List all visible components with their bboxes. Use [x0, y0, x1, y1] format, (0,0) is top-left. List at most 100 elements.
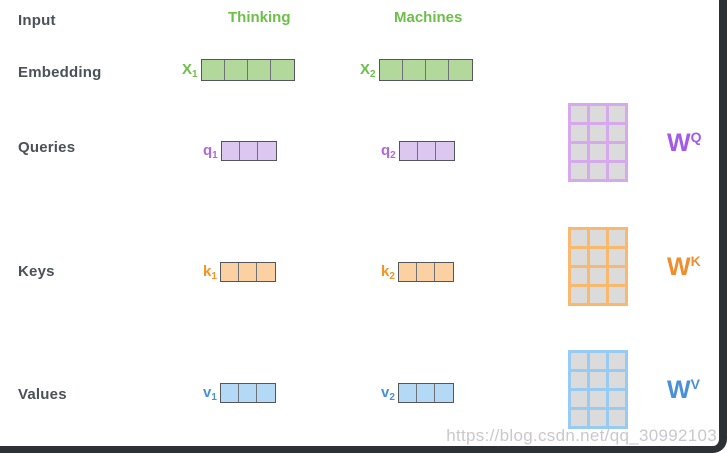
vector-cell [220, 384, 239, 402]
matrix-cell [571, 249, 587, 265]
row-label-embedding: Embedding [18, 64, 102, 81]
column-header-machines: Machines [394, 9, 463, 26]
matrix-cell [571, 125, 587, 141]
vector-cell [257, 142, 276, 160]
csdn-watermark: https://blog.csdn.net/qq_30992103 [446, 426, 717, 445]
vector-cell [201, 60, 225, 80]
vector-cell [238, 263, 257, 281]
matrix-cell [609, 144, 625, 160]
matrix-cell [609, 391, 625, 407]
matrix-cell [609, 353, 625, 369]
vector-cells-v1 [219, 383, 276, 403]
query-vector-q2: q2 [381, 141, 455, 161]
vector-cell [256, 263, 275, 281]
matrix-cell [609, 372, 625, 388]
row-label-queries: Queries [18, 139, 76, 156]
matrix-cell [609, 249, 625, 265]
weight-label-wk: WK [667, 253, 701, 281]
row-label-keys: Keys [18, 263, 55, 280]
matrix-cell [590, 249, 606, 265]
vector-cells-v2 [397, 383, 454, 403]
weight-matrix-wq [568, 103, 628, 182]
matrix-cell [590, 144, 606, 160]
vector-cell [239, 142, 258, 160]
vector-label-x1: X1 [182, 60, 198, 80]
matrix-cell [590, 106, 606, 122]
vector-label-v2: v2 [381, 383, 395, 403]
matrix-cell [590, 230, 606, 246]
matrix-cell [609, 125, 625, 141]
matrix-cell [590, 410, 606, 426]
matrix-cell [609, 268, 625, 284]
vector-cell [256, 384, 275, 402]
matrix-cell [590, 372, 606, 388]
vector-cell [434, 263, 453, 281]
value-vector-v2: v2 [381, 383, 454, 403]
matrix-cell [590, 268, 606, 284]
vector-cell [398, 263, 417, 281]
matrix-cell [571, 410, 587, 426]
row-label-input: Input [18, 12, 56, 29]
weight-label-wq: WQ [667, 129, 702, 157]
vector-cell [220, 263, 239, 281]
vector-label-q1: q1 [203, 141, 218, 161]
vector-label-k1: k1 [203, 262, 217, 282]
vector-cell [416, 384, 435, 402]
vector-cell [224, 60, 248, 80]
weight-label-wv: WV [667, 376, 700, 404]
matrix-cell [609, 287, 625, 303]
vector-cell [434, 384, 453, 402]
vector-cell [435, 142, 454, 160]
matrix-cell [609, 410, 625, 426]
matrix-cell [590, 391, 606, 407]
vector-label-v1: v1 [203, 383, 217, 403]
matrix-cell [571, 268, 587, 284]
matrix-cell [609, 163, 625, 179]
weight-matrix-wv [568, 350, 628, 429]
key-vector-k2: k2 [381, 262, 454, 282]
vector-cells-k2 [397, 262, 454, 282]
matrix-cell [609, 106, 625, 122]
vector-cell [448, 60, 472, 80]
matrix-cell [571, 106, 587, 122]
matrix-cell [571, 372, 587, 388]
value-vector-v1: v1 [203, 383, 276, 403]
vector-cell [379, 60, 403, 80]
matrix-cell [590, 163, 606, 179]
matrix-cell [571, 163, 587, 179]
matrix-cell [571, 391, 587, 407]
vector-cell [417, 142, 436, 160]
weight-matrix-wk [568, 227, 628, 306]
vector-cell [398, 384, 417, 402]
matrix-cell [571, 353, 587, 369]
matrix-cell [590, 125, 606, 141]
vector-cell [247, 60, 271, 80]
vector-cell [221, 142, 240, 160]
vector-label-q2: q2 [381, 141, 396, 161]
row-label-values: Values [18, 386, 67, 403]
matrix-cell [571, 230, 587, 246]
matrix-cell [571, 144, 587, 160]
matrix-cell [609, 230, 625, 246]
vector-cells-x2 [378, 59, 473, 81]
vector-cell [425, 60, 449, 80]
query-vector-q1: q1 [203, 141, 277, 161]
vector-cells-k1 [219, 262, 276, 282]
vector-cells-x1 [200, 59, 295, 81]
vector-cell [399, 142, 418, 160]
matrix-cell [590, 287, 606, 303]
embedding-vector-x2: X2 [360, 59, 473, 81]
matrix-cell [571, 287, 587, 303]
column-header-thinking: Thinking [228, 9, 291, 26]
vector-cells-q1 [220, 141, 277, 161]
matrix-cell [590, 353, 606, 369]
vector-cell [270, 60, 294, 80]
vector-cell [402, 60, 426, 80]
vector-label-x2: X2 [360, 60, 376, 80]
vector-cell [416, 263, 435, 281]
key-vector-k1: k1 [203, 262, 276, 282]
embedding-vector-x1: X1 [182, 59, 295, 81]
vector-label-k2: k2 [381, 262, 395, 282]
vector-cells-q2 [398, 141, 455, 161]
